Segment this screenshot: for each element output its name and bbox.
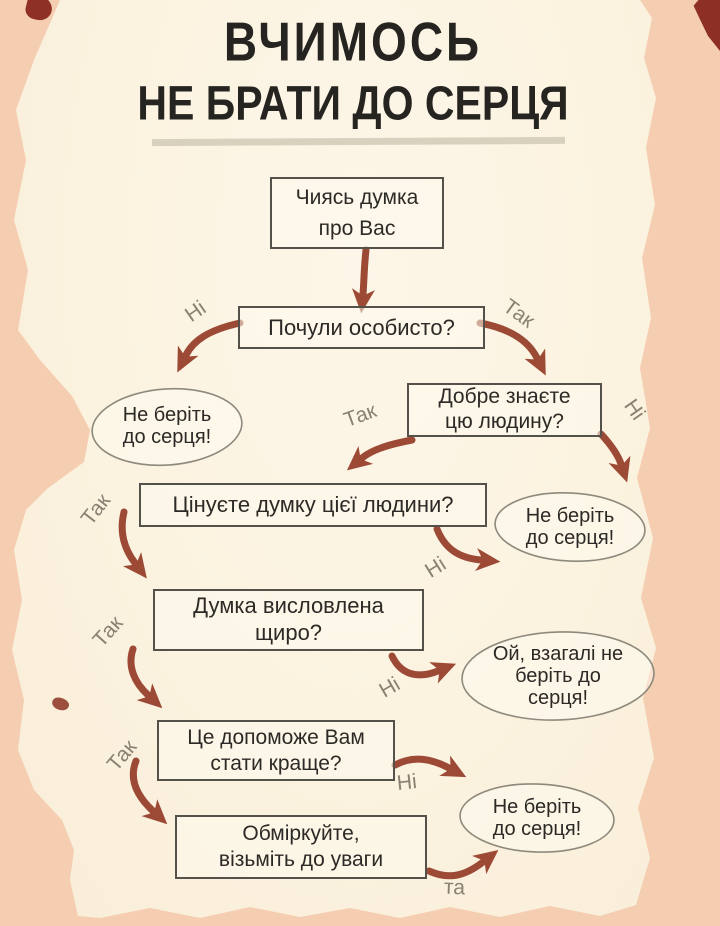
flow-box-know-person-line2: цю людину? <box>445 410 564 433</box>
flow-box-heard-personally-line1: Почули особисто? <box>268 314 455 340</box>
flow-box-sincere-opinion-line2: щиро? <box>254 620 323 645</box>
flow-box-sincere-opinion-line1: Думка висловлена <box>193 593 384 619</box>
oval2-line2: до серця! <box>525 527 615 549</box>
flow-box-know-person-line1: Добре знаєте <box>438 385 571 409</box>
oval1-line1: Не беріть <box>122 404 212 426</box>
oval-dont-take-to-heart-2: Не беріть до серця! <box>495 505 645 549</box>
oval3-line2: беріть до <box>515 665 601 687</box>
flow-box-helps-improve-line1: Це допоможе Вам <box>187 725 365 749</box>
oval3-line3: серця! <box>527 687 589 709</box>
oval4-line2: до серця! <box>492 818 582 840</box>
flow-box-start: Чиясь думка про Вас <box>270 177 444 249</box>
flow-box-sincere-opinion: Думка висловлена щиро? <box>153 589 424 651</box>
flow-box-start-line2: про Вас <box>318 217 396 240</box>
flow-box-consider-line2: візьміть до уваги <box>218 848 384 871</box>
flow-box-value-opinion-line1: Цінуєте думку цієї людини? <box>172 492 454 517</box>
flow-box-consider: Обміркуйте, візьміть до уваги <box>175 815 427 879</box>
oval1-line2: до серця! <box>122 426 212 448</box>
oval-definitely-dont-take-to-heart: Ой, взагалі не беріть до серця! <box>462 643 654 709</box>
flow-box-consider-line1: Обміркуйте, <box>242 822 360 846</box>
flow-box-helps-improve-line2: стати краще? <box>210 751 342 775</box>
edge-label-and: та <box>443 875 466 900</box>
title-line-2: НЕ БРАТИ ДО СЕРЦЯ <box>137 76 569 131</box>
flow-box-value-opinion: Цінуєте думку цієї людини? <box>139 483 487 527</box>
flow-box-heard-personally: Почули особисто? <box>238 306 485 349</box>
flow-box-helps-improve: Це допоможе Вам стати краще? <box>157 720 395 781</box>
edge-label-no-5: Ні <box>395 770 418 795</box>
flow-box-know-person: Добре знаєте цю людину? <box>407 383 602 437</box>
oval-dont-take-to-heart-1: Не беріть до серця! <box>92 404 242 448</box>
oval4-line1: Не беріть <box>492 796 582 818</box>
title-line-1: ВЧИМОСЬ <box>223 11 483 73</box>
oval2-line1: Не беріть <box>525 505 615 527</box>
oval-dont-take-to-heart-3: Не беріть до серця! <box>461 796 613 840</box>
oval3-line1: Ой, взагалі не <box>492 643 624 665</box>
flow-box-start-line1: Чиясь думка <box>295 185 419 209</box>
